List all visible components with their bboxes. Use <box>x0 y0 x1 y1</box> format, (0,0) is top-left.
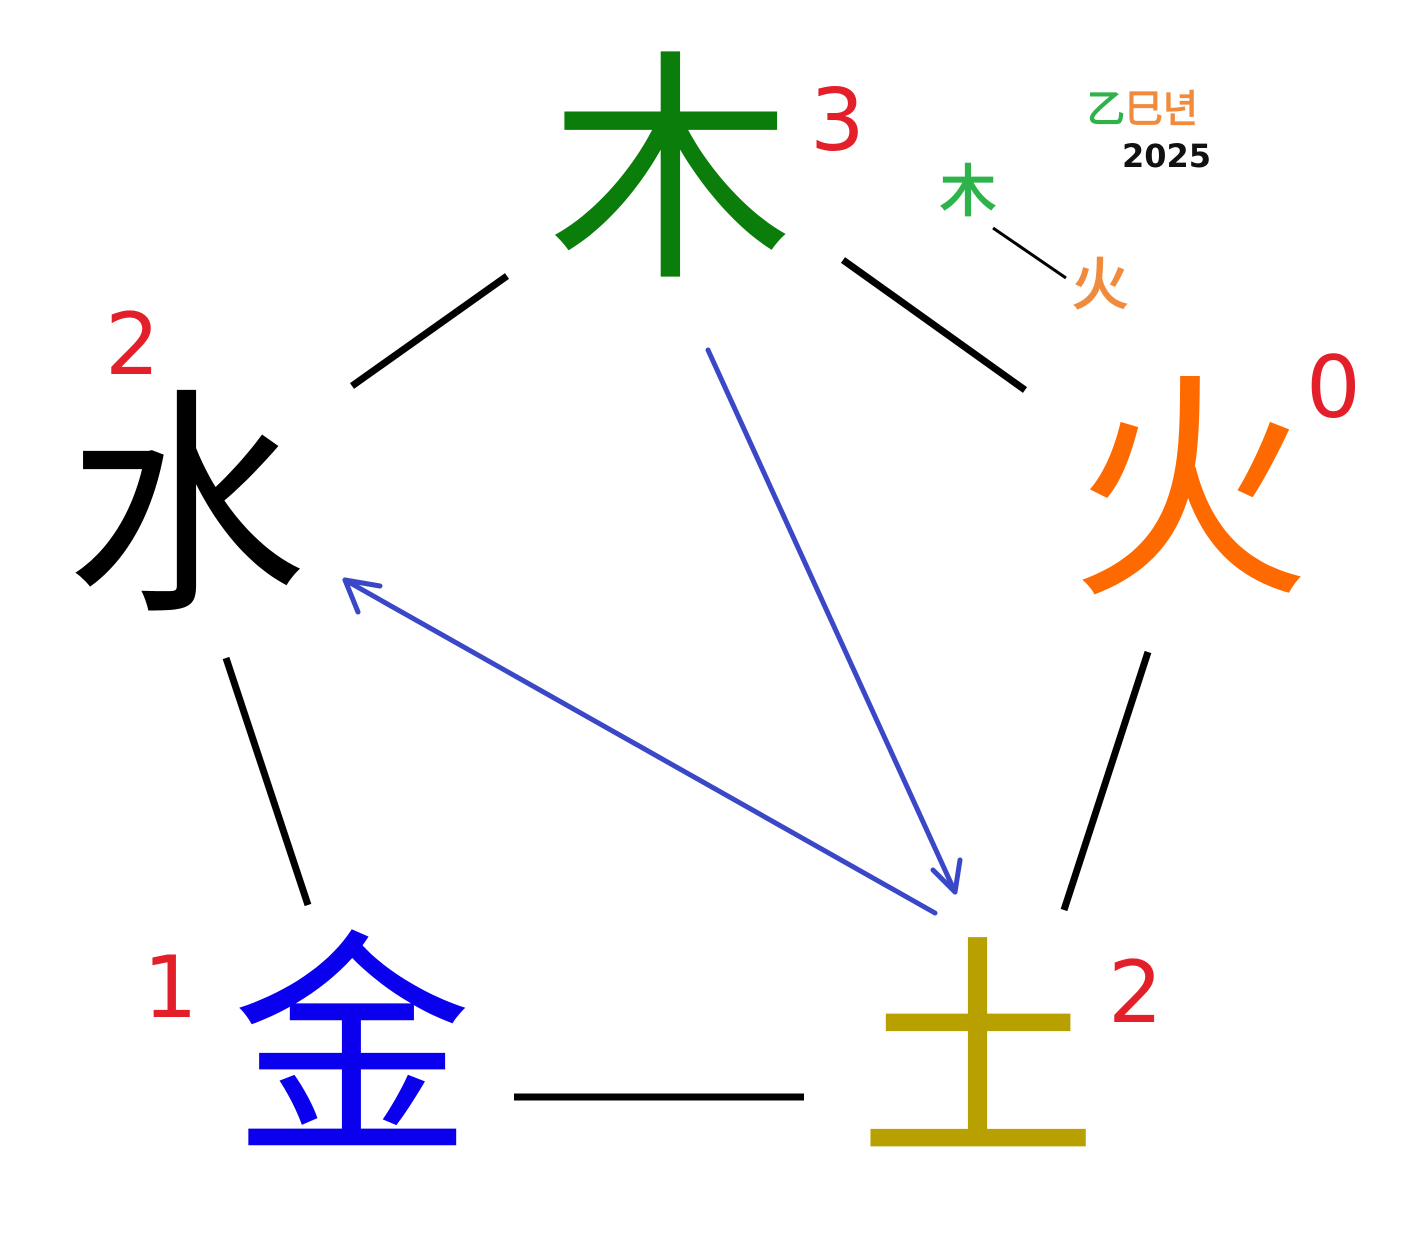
arrow-earth-to-water-head <box>342 577 383 615</box>
edge-metal-water <box>222 656 312 907</box>
count-fire: 0 <box>1306 338 1361 438</box>
year-suffix: 년 <box>1163 87 1198 131</box>
year-element-wood: 木 <box>940 160 996 225</box>
count-metal: 1 <box>143 938 198 1038</box>
year-ganji: 乙巳년 <box>1087 90 1198 128</box>
year-stem: 乙 <box>1087 87 1126 131</box>
edge-wood-fire <box>840 257 1028 393</box>
count-water: 2 <box>105 295 160 395</box>
element-water: 水 <box>66 368 307 648</box>
arrow-wood-to-earth <box>705 347 958 895</box>
year-connector-line <box>992 226 1067 280</box>
element-earth: 土 <box>858 915 1099 1195</box>
element-metal: 金 <box>232 910 473 1190</box>
element-fire: 火 <box>1070 352 1311 632</box>
year-element-fire: 火 <box>1072 253 1128 318</box>
year-number: 2025 <box>1122 137 1212 175</box>
edge-water-wood <box>349 273 510 389</box>
arrow-wood-to-earth-head <box>930 857 963 895</box>
count-wood: 3 <box>810 71 865 171</box>
year-branch: 巳 <box>1125 87 1164 131</box>
element-wood: 木 <box>548 30 793 315</box>
edge-fire-earth <box>1060 650 1152 912</box>
arrow-earth-to-water <box>342 577 938 916</box>
count-earth: 2 <box>1108 943 1163 1043</box>
